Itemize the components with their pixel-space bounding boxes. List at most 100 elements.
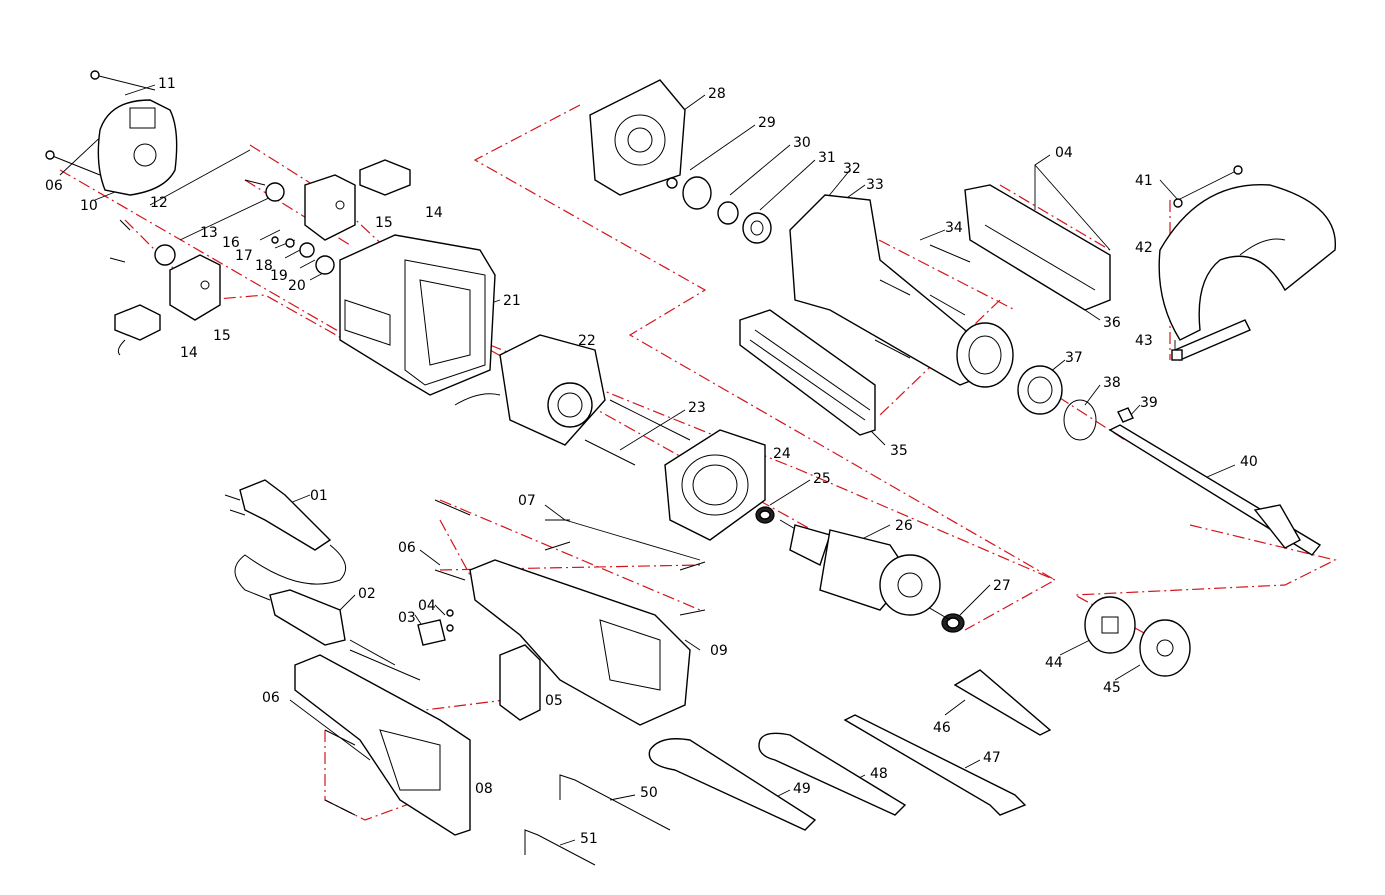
gearbox-cover-28 <box>589 79 686 196</box>
leader-lines <box>59 84 1239 846</box>
brush-holder-15-bottom <box>169 254 221 321</box>
label-01: 01 <box>310 488 328 504</box>
label-04-bottom: 04 <box>418 598 436 614</box>
plug-cable-01 <box>224 479 347 601</box>
hex-key-51 <box>524 829 596 866</box>
wrench-49 <box>648 738 817 831</box>
label-26: 26 <box>895 518 913 534</box>
label-18: 18 <box>255 258 273 274</box>
label-37: 37 <box>1065 350 1083 366</box>
label-06: 06 <box>45 178 63 194</box>
armature-26 <box>779 519 951 621</box>
label-17: 17 <box>235 248 253 264</box>
label-15-top: 15 <box>375 215 393 231</box>
label-49: 49 <box>793 781 811 797</box>
label-09: 09 <box>710 643 728 659</box>
screw-06-top <box>45 150 101 176</box>
guard-42 <box>1158 183 1336 361</box>
key-39 <box>1117 407 1134 423</box>
circlip-38 <box>1063 399 1097 441</box>
handle-half-09 <box>469 559 691 726</box>
label-29: 29 <box>758 115 776 131</box>
label-03: 03 <box>398 610 416 626</box>
label-21: 21 <box>503 293 521 309</box>
carbon-brush-14-top <box>359 159 411 196</box>
gear-housing-33 <box>789 194 1014 388</box>
flange-45 <box>1139 619 1191 677</box>
bearing-37 <box>1017 365 1063 415</box>
gear-29-32 <box>666 176 772 244</box>
flange-44 <box>1084 596 1136 654</box>
label-38: 38 <box>1103 375 1121 391</box>
label-22: 22 <box>578 333 596 349</box>
label-19: 19 <box>270 268 288 284</box>
label-15-bottom: 15 <box>213 328 231 344</box>
label-25: 25 <box>813 471 831 487</box>
end-cover-10 <box>97 99 178 196</box>
label-11: 11 <box>158 76 176 92</box>
label-14-top: 14 <box>425 205 443 221</box>
label-06-mid: 06 <box>398 540 416 556</box>
screw-11 <box>90 70 156 91</box>
label-13: 13 <box>200 225 218 241</box>
bearing-plate-24 <box>664 429 766 541</box>
label-41: 41 <box>1135 173 1153 189</box>
label-05: 05 <box>545 693 563 709</box>
label-30: 30 <box>793 135 811 151</box>
label-51: 51 <box>580 831 598 847</box>
label-40: 40 <box>1240 454 1258 470</box>
part-labels: 11 06 10 12 13 16 17 18 19 20 15 14 15 1… <box>45 76 1258 847</box>
label-23: 23 <box>688 400 706 416</box>
label-28: 28 <box>708 86 726 102</box>
bearing-25 <box>755 506 775 524</box>
label-43: 43 <box>1135 333 1153 349</box>
label-14-bottom: 14 <box>180 345 198 361</box>
label-50: 50 <box>640 785 658 801</box>
strain-relief-02 <box>269 589 421 681</box>
cable-clamp-03 <box>417 609 454 646</box>
spindle-40 <box>1108 424 1322 556</box>
screws-41-43 <box>1171 165 1243 361</box>
screws-34 <box>874 244 971 359</box>
handle-half-08 <box>294 654 471 836</box>
label-33: 33 <box>866 177 884 193</box>
screws-06-07 <box>324 499 706 816</box>
label-07: 07 <box>518 493 536 509</box>
label-47: 47 <box>983 750 1001 766</box>
label-34: 34 <box>945 220 963 236</box>
label-12: 12 <box>150 195 168 211</box>
label-20: 20 <box>288 278 306 294</box>
label-06-bottom: 06 <box>262 690 280 706</box>
screws-23 <box>584 399 691 466</box>
wrench-48 <box>758 732 907 816</box>
cone-46 <box>953 669 1052 736</box>
hex-key-50 <box>559 774 671 831</box>
handle-36 <box>964 184 1111 311</box>
label-48: 48 <box>870 766 888 782</box>
handle-35 <box>739 309 876 436</box>
label-44: 44 <box>1045 655 1063 671</box>
small-parts-12-20 <box>109 179 335 275</box>
motor-housing-21 <box>339 234 496 396</box>
label-46: 46 <box>933 720 951 736</box>
label-08: 08 <box>475 781 493 797</box>
label-16: 16 <box>222 235 240 251</box>
label-39: 39 <box>1140 395 1158 411</box>
label-32: 32 <box>843 161 861 177</box>
label-24: 24 <box>773 446 791 462</box>
label-02: 02 <box>358 586 376 602</box>
label-42: 42 <box>1135 240 1153 256</box>
pin-spanner-47 <box>843 714 1027 816</box>
carbon-brush-14-bottom <box>114 304 161 356</box>
stator-22 <box>454 334 606 446</box>
label-35: 35 <box>890 443 908 459</box>
brush-holder-15-top <box>304 174 356 241</box>
label-27: 27 <box>993 578 1011 594</box>
label-45: 45 <box>1103 680 1121 696</box>
label-04-top: 04 <box>1055 145 1073 161</box>
label-36: 36 <box>1103 315 1121 331</box>
switch-05 <box>499 644 541 721</box>
label-31: 31 <box>818 150 836 166</box>
